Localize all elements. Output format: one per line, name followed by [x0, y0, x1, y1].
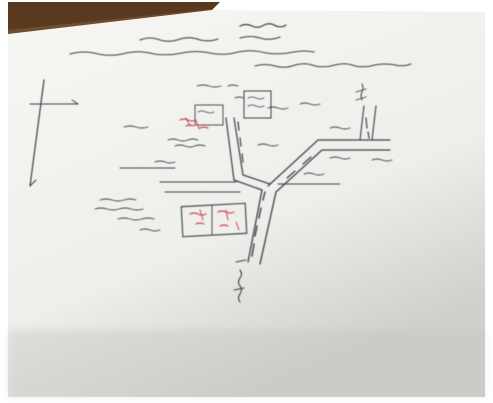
road-branch-right	[267, 139, 391, 187]
road-branch-up	[359, 105, 365, 141]
compass-vertical-line	[29, 79, 45, 187]
plot-box-left	[194, 104, 224, 126]
building-box-top	[243, 90, 272, 119]
road-lower	[247, 189, 263, 263]
heading-scribble	[239, 23, 287, 28]
road-upper	[225, 117, 263, 191]
building-box-bottom	[180, 202, 248, 238]
paper-sheet	[8, 10, 485, 397]
